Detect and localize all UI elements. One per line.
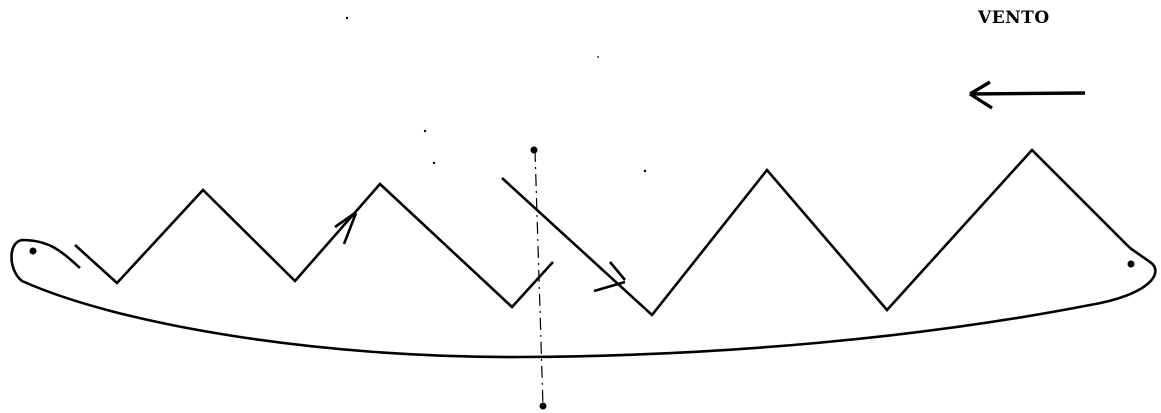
speck — [345, 16, 349, 20]
mark-line — [534, 149, 544, 407]
speck — [597, 56, 599, 58]
tack-path-left — [74, 182, 554, 309]
tack-direction-arrow-up — [334, 211, 358, 245]
speck — [423, 129, 427, 133]
wind-arrow — [969, 80, 1086, 110]
mark-point-bottom — [539, 402, 547, 410]
speck — [432, 161, 436, 165]
speck — [643, 169, 647, 173]
start-buoy — [29, 247, 37, 255]
end-buoy — [1127, 260, 1135, 268]
course-boundary — [10, 238, 1157, 359]
tack-direction-arrow-down — [593, 261, 626, 293]
wind-label: VENTO — [978, 8, 1050, 28]
mark-point-top — [530, 146, 538, 154]
tack-path-right — [501, 148, 1131, 317]
